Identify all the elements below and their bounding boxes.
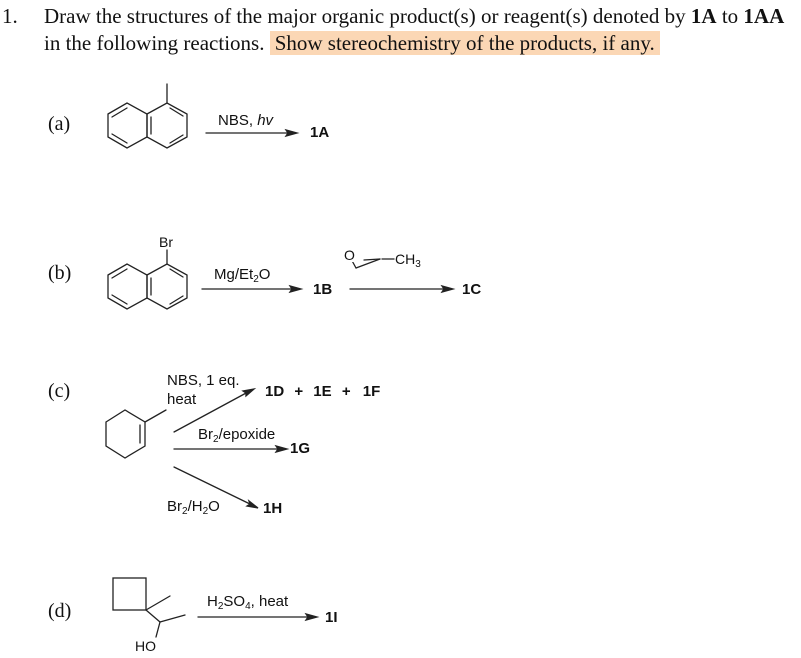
reagent-text: /epoxide (218, 426, 276, 443)
subscript: 2 (213, 434, 219, 445)
subscript: 2 (217, 601, 224, 612)
product-1A: 1A (310, 124, 330, 141)
range-start: 1A (690, 4, 717, 28)
bromonaphthalene-structure (107, 249, 188, 310)
product-1G: 1G (290, 440, 311, 457)
bromo-substituent: Br (159, 234, 173, 250)
reaction-c-path1-reagent-line1: NBS, 1 eq. (167, 372, 240, 389)
reaction-d-label: (d) (48, 600, 72, 622)
methyl-group: CH3 (395, 251, 421, 270)
question-text: Draw the structures of the major organic… (44, 4, 691, 28)
reaction-c-path2-reagent: Br2/epoxide (198, 426, 276, 445)
reaction-b-label: (b) (48, 262, 72, 284)
product-1D: 1D (265, 383, 285, 400)
reagent-hv: hv (257, 112, 274, 129)
question-line-1: Draw the structures of the major organic… (44, 4, 784, 29)
reaction-b-reagent-1: Mg/Et2O (214, 266, 271, 285)
intermediate-1B: 1B (313, 281, 333, 298)
subscript: 2 (202, 506, 209, 517)
question-number: 1. (2, 4, 18, 28)
reagent-text: CH (395, 251, 416, 267)
subscript: 2 (253, 274, 259, 285)
subscript: 2 (182, 506, 188, 517)
product-1C: 1C (462, 281, 482, 298)
product-1F: 1F (362, 383, 381, 400)
subscript: 4 (245, 601, 251, 612)
reagent-text: H (207, 593, 218, 610)
product-1H: 1H (263, 500, 283, 517)
products-1D-1E-1F: 1D + 1E + 1F (265, 383, 380, 400)
reagent-text: Br (198, 426, 213, 443)
question-line-2: in the following reactions. Show stereoc… (44, 31, 660, 56)
reagent-text: NBS, (218, 112, 258, 129)
methylnaphthalene-structure (107, 83, 188, 149)
reagent-text: Mg/Et (214, 266, 254, 283)
cyclobutyl-ethanol-structure (112, 577, 186, 638)
plus-sign: + (294, 383, 304, 400)
reagent-text: SO (223, 593, 246, 610)
hydroxyl-group: HO (135, 638, 156, 654)
reaction-c-label: (c) (48, 380, 71, 402)
reaction-d-reagent: H2SO4, heat (207, 593, 289, 612)
reagent-text: O (258, 266, 271, 283)
reaction-a-reagent: NBS, hv (218, 112, 273, 129)
subscript: 3 (415, 259, 421, 270)
stereochemistry-highlight: Show stereochemistry of the products, if… (269, 31, 660, 55)
question-text-2: in the following reactions. (44, 31, 265, 55)
methylcyclohexene-structure (105, 409, 167, 459)
range-to: to (716, 4, 744, 28)
range-end: 1AA (743, 4, 785, 28)
product-1I: 1I (325, 609, 338, 626)
reagent-text: Br (167, 498, 182, 515)
reaction-c-path1-reagent-line2: heat (167, 391, 197, 408)
reagent-text: O (208, 498, 220, 515)
reagent-text: /H (187, 498, 203, 515)
reaction-a-label: (a) (48, 113, 71, 135)
epoxide-oxygen: O (344, 247, 355, 263)
product-1E: 1E (313, 383, 332, 400)
plus-sign: + (341, 383, 351, 400)
reagent-text: , heat (250, 593, 289, 610)
reaction-c-path3-reagent: Br2/H2O (167, 498, 220, 517)
